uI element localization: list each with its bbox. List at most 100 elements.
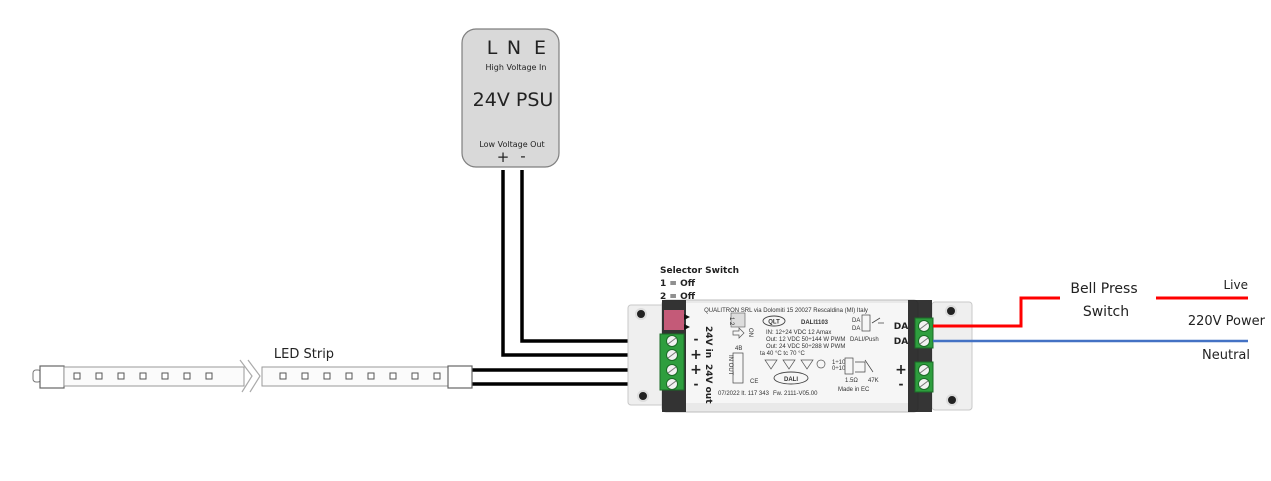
neutral-label: Neutral [1202,348,1250,363]
mount-hole [945,305,957,317]
right-terminal-housing [908,300,932,412]
terminal-screw-slot [919,366,929,374]
dim-terminal-diagram [844,357,854,375]
led-strip-left-connector [39,365,65,389]
led-chip [183,372,191,380]
psu-minus-label: - [520,147,525,165]
terminal-sign: + [690,347,702,363]
wire-psu-plus [501,170,669,357]
power-minus-label: - [899,377,904,391]
led-chip [139,372,147,380]
led-strip-label: LED Strip [274,347,334,362]
selector-switch-note: Selector Switch 1 = Off 2 = Off [660,266,739,302]
arrow-icon [684,324,690,330]
switch-label-line-2: Switch [1083,304,1129,320]
led-chip [389,372,397,380]
led-chip [117,372,125,380]
warning-triangle-icon [782,359,796,370]
led-chip [345,372,353,380]
left-terminal-screws [666,335,678,390]
controller-label-panel [686,303,908,403]
psu-title: 24V PSU [473,89,554,111]
resistor-value-1: 1.5Ω [845,378,858,384]
right-terminal-screws [918,320,930,390]
psu-plus-label: + [497,148,510,166]
io-terminal-diagram [732,352,744,384]
on-label: ON [747,328,753,337]
led-chip [95,372,103,380]
label-4b: 4B [735,346,742,352]
warning-triangle-icon [764,359,778,370]
led-strip-right-connector [447,365,473,389]
led-chip [323,372,331,380]
in-out-label: IN OUT [727,355,733,376]
power-source-label: 220V Power [1188,314,1266,329]
temperature-rating: ta 40 °C tc 70 °C [760,351,805,357]
terminal-screw-slot [919,380,929,388]
psu-input-label: High Voltage In [486,63,547,72]
terminal-screw-slot [667,380,677,388]
mount-hole [637,390,649,402]
lot-number: 07/2022 lt. 117 343 [718,391,770,397]
led-chip [279,372,287,380]
potentiometer-icon [855,359,874,373]
terminal-screw-slot [919,337,929,345]
led-chip [301,372,309,380]
spec-out-24v: Out: 24 VDC 50÷288 W PWM [766,344,845,350]
led-chips [73,372,441,380]
push-switch-icon [871,317,884,324]
mount-hole [946,394,958,406]
terminal-sign: - [694,332,699,346]
switch-label-line-1: Bell Press [1070,281,1137,297]
led-strip: LED Strip [32,347,473,393]
resistor-value-2: 47K [868,378,879,384]
da-terminal-diagram [861,314,871,332]
dali-controller: - + + - 24V in 24V out QUALITRON SRL via… [627,299,973,413]
on-arrow-icon [732,327,745,339]
psu-terminal-e: E [534,37,546,59]
range-label-2: 0÷10 [832,366,846,372]
led-chip [433,372,441,380]
psu-terminal-l: L [487,37,498,59]
selector-title: Selector Switch [660,266,739,276]
led-strip-break-mark [239,359,253,393]
da-label: DA [894,337,908,347]
live-label: Live [1223,278,1248,292]
dali-logo [773,371,809,385]
range-label-1: 1÷10 [832,360,846,366]
model-name: DALI1103 [801,320,829,326]
mount-hole [635,308,647,320]
maker-address: QUALITRON SRL via Dolomiti 15 20027 Resc… [704,308,868,314]
dali-push-label: DALI/Push [850,337,879,343]
led-chip [205,372,213,380]
spec-out-12v: Out: 12 VDC 50÷144 W PWM [766,337,845,343]
qlt-logo [762,315,786,327]
selector-line-2: 2 = Off [660,292,696,302]
arrow-icon [684,314,690,320]
led-strip-segment-left [63,366,245,387]
led-strip-segment-right [261,366,449,387]
live-wire-to-switch [933,296,1060,328]
terminal-screw-slot [919,322,929,330]
right-mount-bracket [931,301,973,411]
da-label: DA [894,322,908,332]
psu-terminal-n: N [507,37,521,59]
psu-output-label: Low Voltage Out [479,140,544,149]
psu-box: L N E High Voltage In 24V PSU Low Voltag… [461,28,560,168]
label-24v-out: 24V out [703,364,713,404]
selector-line-1: 1 = Off [660,279,696,289]
made-in-label: Made in EC [838,387,870,393]
led-strip-break-mark [247,359,261,393]
da-label-small: DA [852,318,860,324]
dali-logo-text: DALI [784,377,798,383]
dip-label: 1 2 [728,317,734,326]
terminal-screw-slot [667,366,677,374]
bulb-icon [816,359,826,369]
psu-body [461,28,560,168]
selector-dip-switch[interactable] [664,310,684,330]
label-24v-in: 24V in [703,326,713,358]
led-chip [411,372,419,380]
led-chip [73,372,81,380]
terminal-sign: - [694,377,699,391]
